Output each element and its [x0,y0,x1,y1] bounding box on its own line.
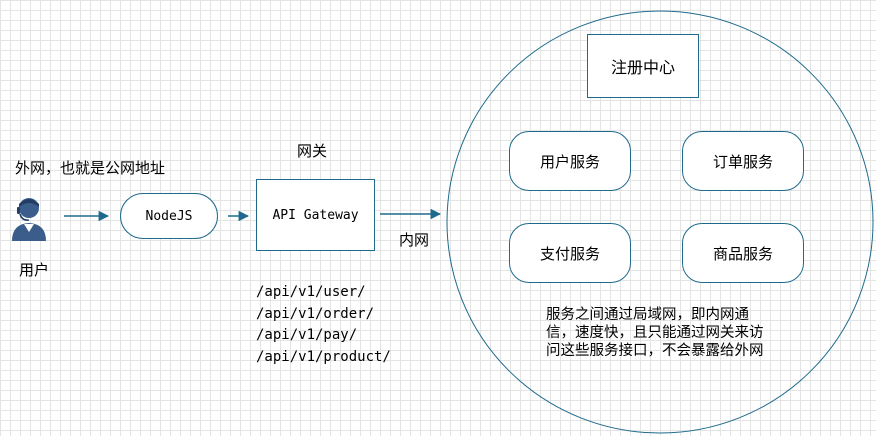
user-icon [12,198,46,241]
registry-center-node: 注册中心 [587,34,699,98]
route-item: /api/v1/product/ [256,348,391,365]
product-service-node: 商品服务 [682,223,804,283]
route-item: /api/v1/pay/ [256,327,358,343]
gateway-title: 网关 [297,142,328,160]
gateway-routes: /api/v1/user/ /api/v1/order/ /api/v1/pay… [256,282,391,368]
route-item: /api/v1/order/ [256,305,375,322]
order-service-node: 订单服务 [682,131,804,191]
user-label: 用户 [19,261,50,279]
cluster-note: 服务之间通过局域网，即内网通信，速度快，且只能通过网关来访问这些服务接口，不会暴… [546,307,764,359]
route-item: /api/v1/user/ [256,284,366,300]
service-cluster-circle [446,10,874,434]
user-service-node: 用户服务 [509,131,631,191]
api-gateway-node: API Gateway [256,179,375,251]
external-network-caption: 外网，也就是公网地址 [15,159,166,177]
nodejs-node: NodeJS [120,193,218,239]
intranet-label: 内网 [399,231,430,249]
payment-service-node: 支付服务 [509,223,631,283]
